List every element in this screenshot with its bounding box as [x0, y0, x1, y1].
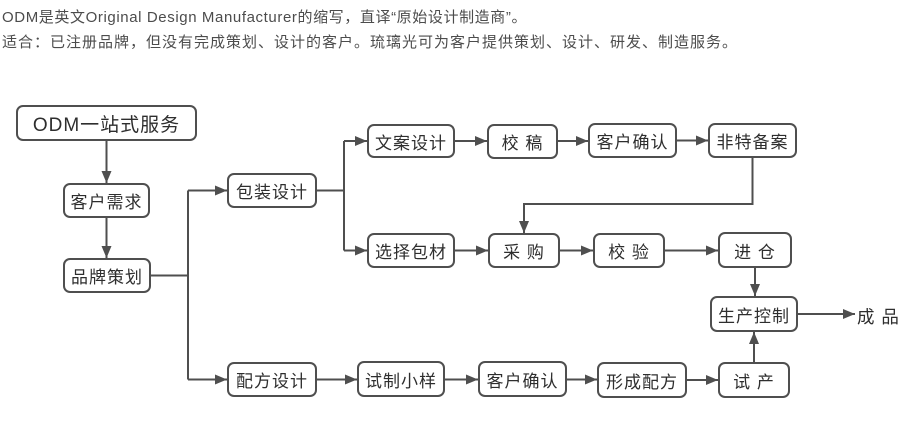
- header-line-2: 适合：已注册品牌，但没有完成策划、设计的客户。琉璃光可为客户提供策划、设计、研发…: [2, 34, 739, 51]
- node-odm-one-stop-service: ODM一站式服务: [16, 105, 197, 141]
- node-trial-sample: 试制小样: [357, 361, 445, 397]
- node-customer-needs: 客户需求: [63, 183, 150, 218]
- node-select-packaging-material: 选择包材: [367, 233, 455, 268]
- header-line-1: ODM是英文Original Design Manufacturer的缩写，直译…: [2, 9, 528, 26]
- arrow-filing-to-procurement: [519, 158, 754, 233]
- node-customer-confirmation-1: 客户确认: [588, 123, 677, 158]
- node-formula-design: 配方设计: [227, 362, 317, 397]
- label-finished-product: 成 品: [857, 307, 900, 327]
- node-production-control: 生产控制: [710, 296, 798, 332]
- node-non-special-filing: 非特备案: [708, 123, 797, 158]
- node-formula-formation: 形成配方: [597, 362, 687, 398]
- node-brand-planning: 品牌策划: [63, 258, 151, 293]
- node-proofreading: 校 稿: [487, 124, 558, 159]
- node-customer-confirmation-2: 客户确认: [478, 361, 567, 397]
- node-packaging-design: 包装设计: [227, 173, 317, 208]
- node-inspection: 校 验: [593, 233, 665, 268]
- node-warehousing: 进 仓: [718, 232, 792, 268]
- node-trial-production: 试 产: [718, 362, 790, 398]
- node-copywriting-design: 文案设计: [367, 124, 455, 158]
- node-procurement: 采 购: [488, 233, 560, 268]
